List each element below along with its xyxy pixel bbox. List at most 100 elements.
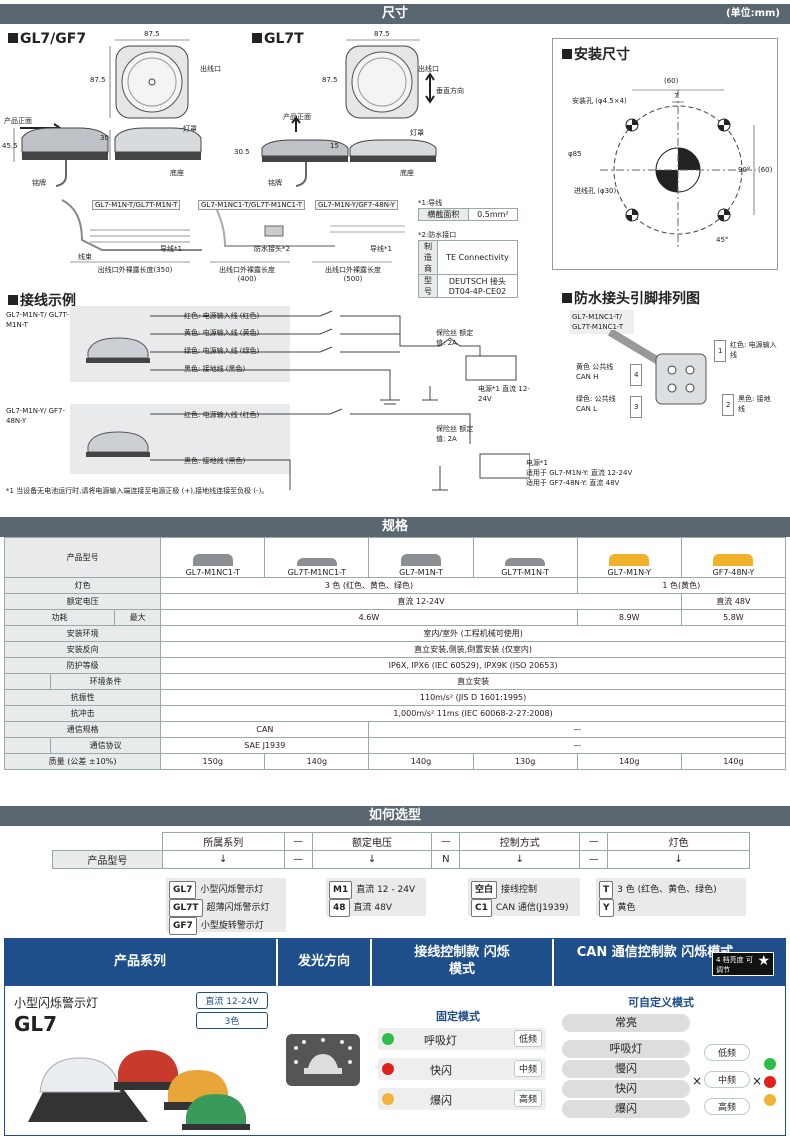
gl7t-h15: 15 — [330, 142, 339, 150]
section-bar-select: 如何选型 — [0, 806, 790, 826]
section-bar-dimensions: 尺寸 (单位:mm) — [0, 4, 790, 24]
len-b: 出线口外裸露长度(400) — [219, 266, 275, 283]
custom-mode-list: 呼吸灯 慢闪 快闪 爆闪 — [562, 1040, 690, 1118]
gl7-height: 87.5 — [90, 76, 106, 84]
wiring-model-b: GL7-M1N-Y/ GF7-48N-Y — [6, 407, 66, 425]
spec-volt-b: 直流 48V — [680, 593, 787, 610]
mount-panel — [552, 38, 778, 270]
note2-key2: 型号 — [418, 274, 438, 298]
spec-mass-1: 140g — [264, 753, 370, 770]
spec-r-ip: 防护等级 — [3, 657, 162, 674]
fixed-mode-label: 固定模式 — [436, 1010, 480, 1023]
spec-power-c: 5.8W — [680, 609, 787, 626]
wiring-lamp-b — [86, 431, 150, 457]
spec-mass-0: 150g — [160, 753, 266, 770]
spec-table: 产品型号 GL7-M1NC1-T GL7T-M1NC1-T GL7-M1N-T … — [3, 537, 787, 770]
bottom-h-wired: 接线控制款 闪烁模式 — [372, 938, 552, 986]
spec-r-power-sub: 最大 — [114, 609, 162, 626]
select-d2: — — [579, 850, 609, 869]
spec-mass-4: 140g — [576, 753, 682, 770]
gl7t-base-label: 底座 — [400, 169, 414, 177]
pins-model: GL7-M1NC1-T/ GL7T-M1NC1-T — [570, 310, 634, 334]
wiring-model-a: GL7-M1N-T/ GL7T-M1N-T — [6, 311, 69, 329]
tag-color: 3色 — [196, 1012, 268, 1029]
select-c-dash1: — — [283, 832, 313, 851]
select-c-ctrl: 控制方式 — [459, 832, 581, 851]
gl7t-h305: 30.5 — [234, 148, 250, 156]
mount-d7: 7 — [674, 92, 679, 100]
pin2-num: 2 — [722, 394, 735, 416]
fixed-row-fast: 快闪 中频 — [378, 1058, 546, 1080]
select-arrow-3: ↓ — [459, 850, 581, 869]
spec-env: 室内/室外 (工程机械可使用) — [160, 625, 786, 642]
gl7-base-label: 底座 — [170, 169, 184, 177]
spec-model-2: GL7-M1N-T — [368, 537, 474, 578]
spec-ip: IP6X, IPX6 (IEC 60529), IPX9K (ISO 20653… — [160, 657, 786, 674]
select-c-color: 灯色 — [607, 832, 750, 851]
gl7-outlet-label: 出线口 — [200, 65, 221, 73]
bottom-h-dir: 发光方向 — [278, 938, 370, 986]
select-c-dash2: — — [431, 832, 461, 851]
ctrl-wired: 空白接线控制 — [471, 881, 577, 899]
gl7t-cover-label: 灯罩 — [410, 129, 424, 137]
select-arrow-4: ↓ — [607, 850, 750, 869]
connector-label: 防水接头*2 — [254, 245, 290, 253]
spec-r-color: 灯色 — [3, 577, 162, 594]
power-a: 电源*1 直流 12-24V — [478, 385, 530, 403]
gl7t-outlet-label: 出线口 — [418, 65, 439, 73]
fixed-mode-list: 呼吸灯 低频 快闪 中频 爆闪 高频 — [378, 1028, 546, 1110]
mount-deg45: 45° — [716, 236, 729, 244]
spec-r-dir: 安装反向 — [3, 641, 162, 658]
gl7t-heading: GL7T — [252, 31, 304, 47]
select-table: 所属系列—额定电压—控制方式—灯色 产品型号↓—↓N↓—↓ — [52, 832, 750, 869]
gl7-drawing — [13, 39, 202, 187]
section-bar-spec: 规格 — [0, 517, 790, 537]
gl7t-height: 87.5 — [322, 76, 338, 84]
spec-proto-b: — — [368, 737, 786, 754]
wire-yellow-a: 黄色: 电源输入线 (黄色) — [184, 329, 260, 337]
spec-model-0: GL7-M1NC1-T — [160, 537, 266, 578]
spec-model-1: GL7T-M1NC1-T — [264, 537, 370, 578]
series-name: 小型闪烁警示灯 — [14, 996, 99, 1010]
gl7t-width: 87.5 — [374, 30, 390, 38]
pin1-label: 红色: 电源输入线 — [730, 341, 777, 359]
note1-key: 横截面积 — [418, 208, 469, 221]
series-code: GL7 — [14, 1012, 58, 1036]
mount-hole-label: 安装孔 (φ4.5×4) — [572, 97, 627, 105]
mount-heading: 安装尺寸 — [562, 44, 630, 64]
spec-r-cond: 环境条件 — [50, 673, 162, 690]
gl7-cover-label: 灯罩 — [183, 125, 197, 133]
spec-comm: CAN — [160, 721, 370, 738]
gl7t-vertical-label: 垂直方向 — [436, 87, 464, 95]
spec-proto: SAE J1939 — [160, 737, 370, 754]
mount-deg90: 90° — [738, 166, 751, 174]
note2-key1: 制造商 — [418, 240, 438, 275]
spec-color-b: 1 色(黄色) — [576, 577, 787, 594]
pin1-num: 1 — [714, 340, 727, 362]
dimensions-title: 尺寸 — [381, 6, 408, 21]
spec-color-a: 3 色 (红色、黄色、绿色) — [160, 577, 578, 594]
pin3-num: 3 — [630, 396, 643, 418]
wiring-footnote: *1 当设备无电池运行时,请将电源输入端连接至电源正极 (+),接地线连接至负极… — [6, 487, 269, 495]
len-a: 出线口外裸露长度(350) — [97, 266, 173, 274]
gl7-front-label: 产品正面 — [4, 117, 32, 125]
wire-red-b: 红色: 电源输入线 (红色) — [184, 411, 260, 419]
custom-row-slow: 慢闪 — [562, 1060, 690, 1078]
spec-r-env: 安装环境 — [3, 625, 162, 642]
spec-r-proto: 通信协议 — [50, 737, 162, 754]
wiring-lamp-a — [86, 337, 150, 363]
pin3-label: 绿色: 公共线 CAN L — [576, 395, 616, 413]
gl7-width: 87.5 — [144, 30, 160, 38]
pin4-num: 4 — [630, 364, 643, 386]
custom-yellow-dot-icon — [764, 1094, 776, 1106]
mount-d60-right: (60) — [758, 166, 773, 174]
custom-freq-list: 低频 中频 高频 — [704, 1044, 750, 1115]
wire-label-a: 导线*1 — [160, 245, 182, 253]
